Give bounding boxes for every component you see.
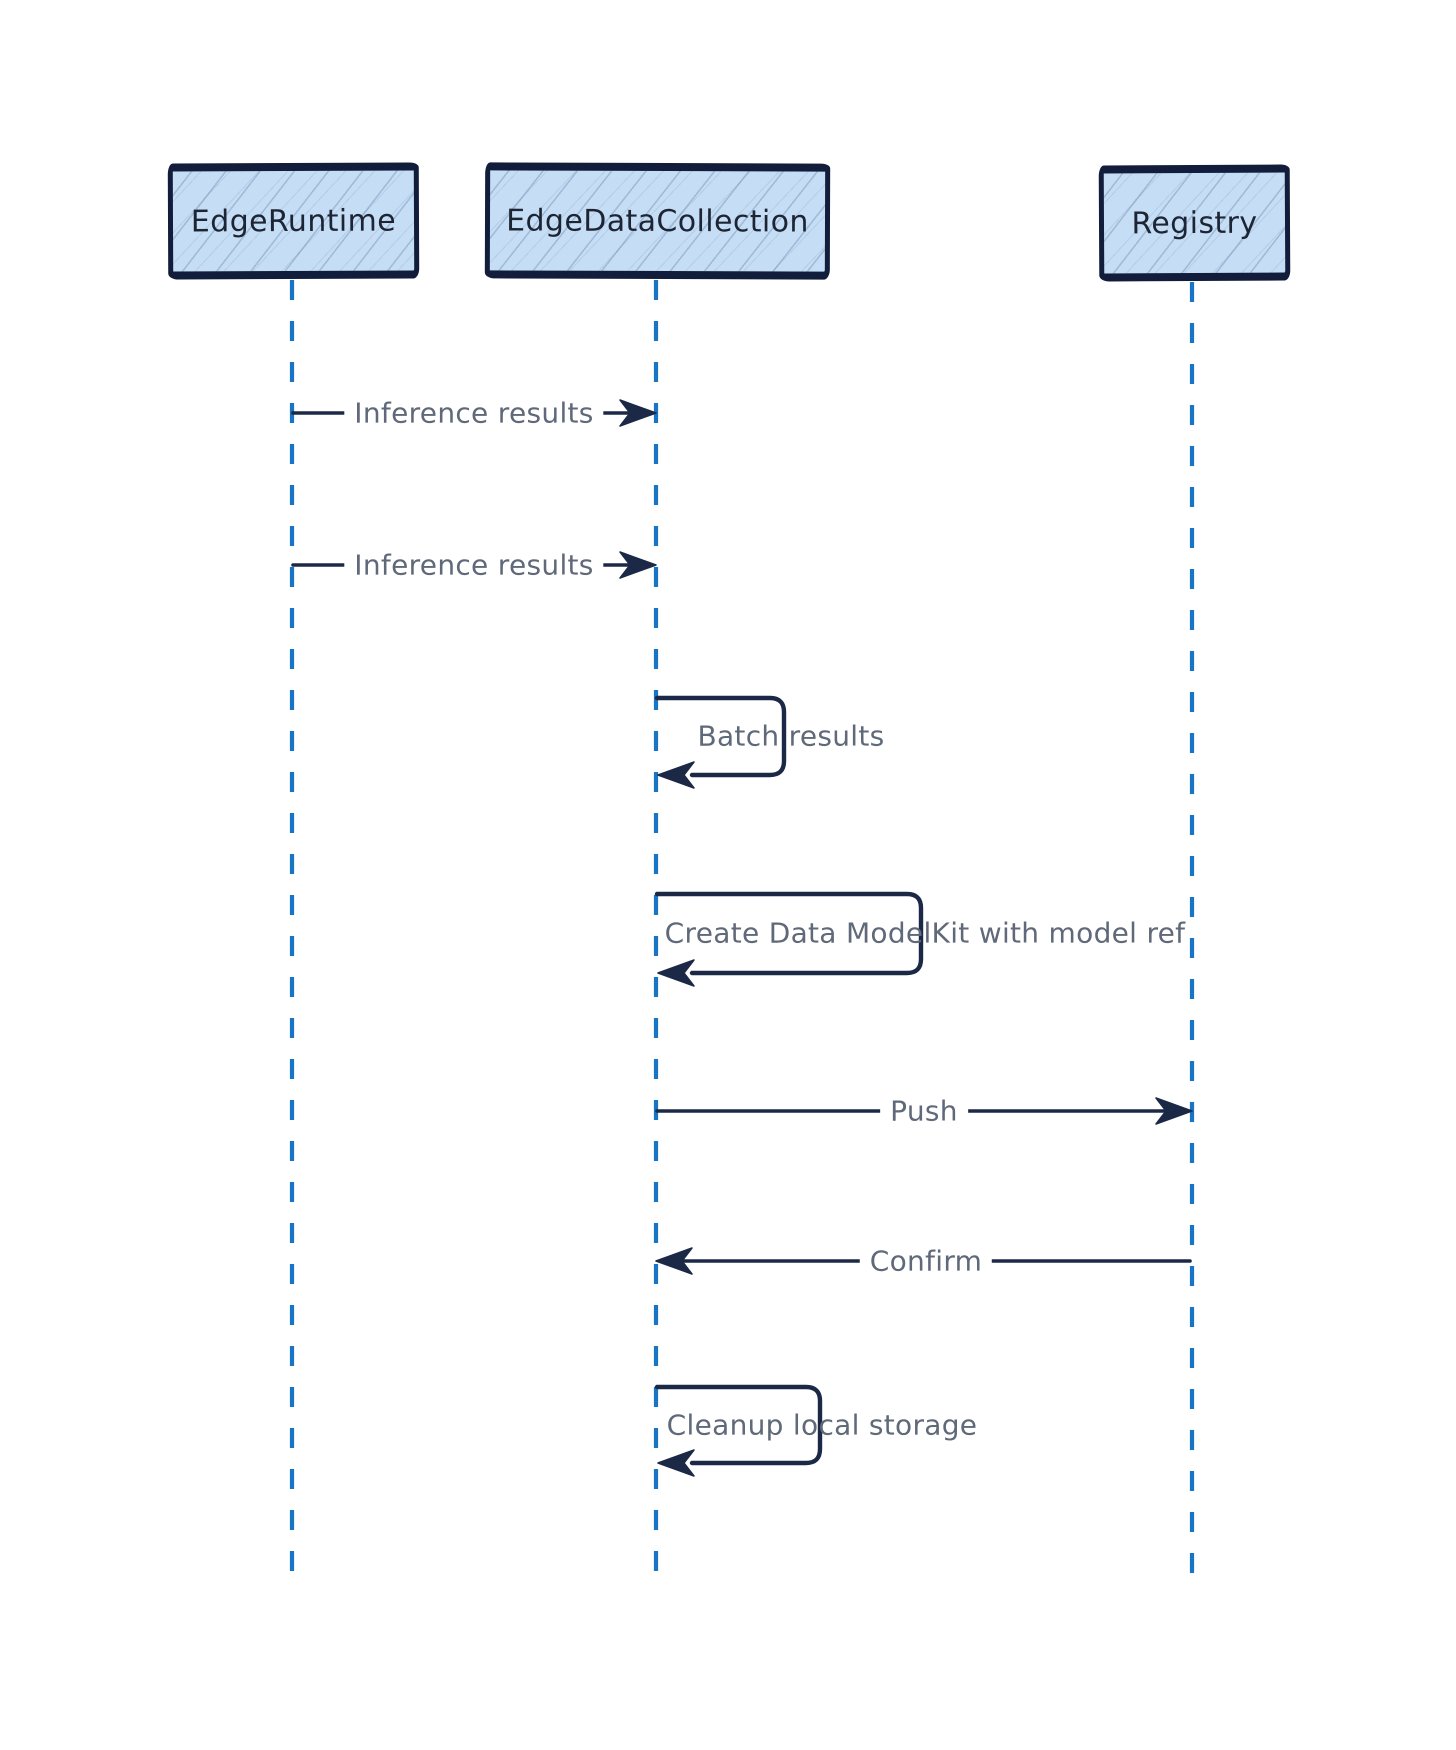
message-label-batch-results: Batch results [697,719,885,753]
message-label-create-modelkit: Create Data ModelKit with model ref [664,916,1186,950]
message-label-inference-results-1: Inference results [344,394,604,432]
arrowhead-right-icon [619,399,657,427]
actor-box-registry: Registry [1098,164,1291,282]
arrowhead-left-icon [657,959,695,987]
actor-label: EdgeDataCollection [506,202,809,240]
self-loop-batch-results [654,695,787,789]
loop-line [654,695,787,778]
arrowhead-right-icon [1155,1097,1193,1125]
actor-label: EdgeRuntime [190,203,397,239]
actor-box-edge-data-collection: EdgeDataCollection [484,162,831,280]
loop-line [654,891,924,976]
actor-label: Registry [1131,205,1258,241]
message-label-push: Push [880,1092,968,1130]
self-loop-create-modelkit [654,891,924,987]
actor-box-edge-runtime: EdgeRuntime [167,162,420,280]
message-label-inference-results-2: Inference results [344,546,604,584]
self-loop-cleanup-local-storage [654,1384,823,1477]
arrowhead-left-icon [657,1449,695,1477]
arrowhead-left-icon [657,761,695,789]
message-label-confirm: Confirm [859,1242,993,1280]
arrowhead-left-icon [655,1247,693,1275]
message-label-cleanup-local-storage: Cleanup local storage [666,1408,978,1442]
arrowhead-right-icon [619,551,657,579]
loop-line [654,1384,823,1466]
